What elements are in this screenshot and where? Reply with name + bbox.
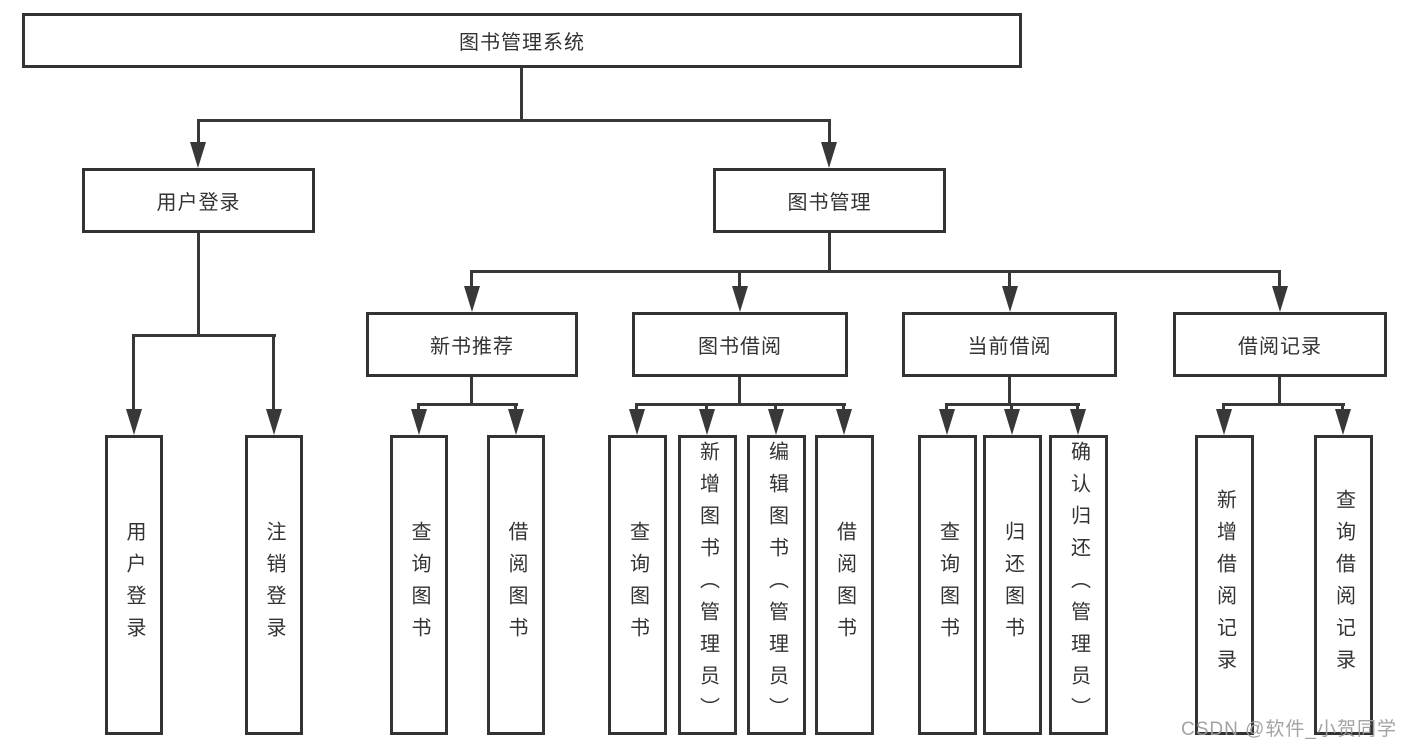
leaf-borrow-books: 借阅图书 xyxy=(815,435,874,735)
connector-line xyxy=(1076,403,1079,411)
connector-line xyxy=(842,403,845,411)
connector-line xyxy=(520,68,523,120)
connector-line xyxy=(1278,377,1281,405)
node-root-library-system: 图书管理系统 xyxy=(22,13,1022,68)
leaf-query-borrow-record: 查询借阅记录 xyxy=(1314,435,1373,735)
arrow-down-icon xyxy=(266,409,282,435)
connector-line xyxy=(774,403,777,411)
csdn-watermark: CSDN @软件_小贺同学 xyxy=(1181,719,1397,740)
connector-line xyxy=(514,403,517,411)
leaf-edit-books-admin: 编辑图书（管理员） xyxy=(747,435,806,735)
leaf-query-books-current: 查询图书 xyxy=(918,435,977,735)
arrow-down-icon xyxy=(1004,409,1020,435)
node-label: 注销登录 xyxy=(263,521,285,649)
node-book-management-branch: 图书管理 xyxy=(713,168,946,233)
connector-line xyxy=(635,403,846,406)
node-label: 用户登录 xyxy=(156,192,241,214)
connector-line xyxy=(705,403,708,411)
arrow-down-icon xyxy=(411,409,427,435)
connector-line xyxy=(1008,377,1011,405)
arrow-down-icon xyxy=(1070,409,1086,435)
node-label: 新增图书（管理员） xyxy=(696,441,719,729)
arrow-down-icon xyxy=(629,409,645,435)
arrow-down-icon xyxy=(1335,409,1351,435)
node-current-borrowing: 当前借阅 xyxy=(902,312,1117,377)
node-label: 查询图书 xyxy=(408,521,430,649)
arrow-down-icon xyxy=(1216,409,1232,435)
node-label: 用户登录 xyxy=(123,521,145,649)
node-new-book-recommend: 新书推荐 xyxy=(366,312,578,377)
connector-line xyxy=(1008,270,1011,286)
connector-line xyxy=(470,270,1281,273)
node-book-borrowing: 图书借阅 xyxy=(632,312,848,377)
connector-line xyxy=(132,334,135,410)
node-label: 图书管理系统 xyxy=(459,32,585,54)
node-label: 查询图书 xyxy=(936,521,959,649)
connector-line xyxy=(635,403,638,411)
arrow-down-icon xyxy=(126,409,142,435)
leaf-add-borrow-record: 新增借阅记录 xyxy=(1195,435,1254,735)
leaf-add-books-admin: 新增图书（管理员） xyxy=(678,435,737,735)
arrow-down-icon xyxy=(464,286,480,312)
connector-line xyxy=(132,334,276,337)
node-user-login-branch: 用户登录 xyxy=(82,168,315,233)
connector-line xyxy=(197,119,200,143)
node-label: 编辑图书（管理员） xyxy=(765,441,788,729)
arrow-down-icon xyxy=(821,142,837,168)
node-label: 图书借阅 xyxy=(698,336,782,358)
connector-line xyxy=(417,403,420,411)
node-label: 确认归还（管理员） xyxy=(1067,441,1090,729)
leaf-confirm-return-admin: 确认归还（管理员） xyxy=(1049,435,1108,735)
connector-line xyxy=(738,270,741,286)
connector-line xyxy=(272,334,275,410)
leaf-borrow-books-recommend: 借阅图书 xyxy=(487,435,545,735)
leaf-user-login: 用户登录 xyxy=(105,435,163,735)
connector-line xyxy=(738,377,741,405)
node-borrowing-records: 借阅记录 xyxy=(1173,312,1387,377)
arrow-down-icon xyxy=(732,286,748,312)
node-label: 查询借阅记录 xyxy=(1332,489,1355,681)
connector-line xyxy=(828,233,831,272)
node-label: 查询图书 xyxy=(626,521,649,649)
connector-line xyxy=(197,119,831,122)
connector-line xyxy=(828,119,831,143)
leaf-return-books: 归还图书 xyxy=(983,435,1042,735)
connector-line xyxy=(197,233,200,337)
node-label: 新增借阅记录 xyxy=(1213,489,1236,681)
node-label: 当前借阅 xyxy=(967,336,1052,358)
connector-line xyxy=(1341,403,1344,411)
arrow-down-icon xyxy=(768,409,784,435)
leaf-logout: 注销登录 xyxy=(245,435,303,735)
arrow-down-icon xyxy=(190,142,206,168)
node-label: 归还图书 xyxy=(1001,521,1024,649)
arrow-down-icon xyxy=(1002,286,1018,312)
arrow-down-icon xyxy=(836,409,852,435)
connector-line xyxy=(470,377,473,405)
node-label: 借阅图书 xyxy=(833,521,856,649)
connector-line xyxy=(417,403,518,406)
leaf-query-books-borrowing: 查询图书 xyxy=(608,435,667,735)
connector-line xyxy=(1222,403,1225,411)
arrow-down-icon xyxy=(1272,286,1288,312)
connector-line xyxy=(470,270,473,286)
arrow-down-icon xyxy=(699,409,715,435)
node-label: 图书管理 xyxy=(787,192,872,214)
node-label: 新书推荐 xyxy=(430,336,514,358)
connector-line xyxy=(1010,403,1013,411)
arrow-down-icon xyxy=(508,409,524,435)
node-label: 借阅记录 xyxy=(1238,336,1322,358)
leaf-query-books-recommend: 查询图书 xyxy=(390,435,448,735)
arrow-down-icon xyxy=(939,409,955,435)
connector-line xyxy=(1278,270,1281,286)
connector-line xyxy=(945,403,948,411)
connector-line xyxy=(1222,403,1345,406)
node-label: 借阅图书 xyxy=(505,521,527,649)
